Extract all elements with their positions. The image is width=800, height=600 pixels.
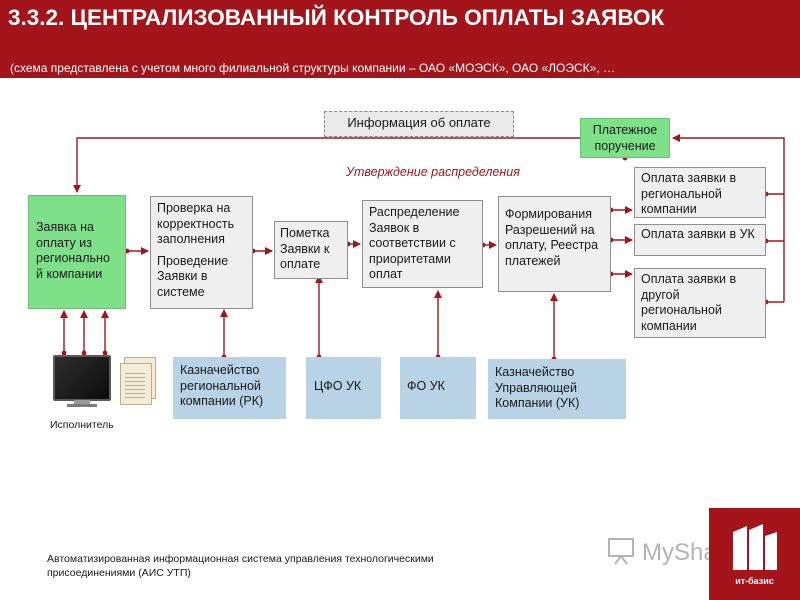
page-subtitle: (схема представлена с учетом много филиа…	[10, 61, 616, 75]
forming-label: Формирования Разрешений на оплату, Реест…	[505, 207, 599, 268]
treasury-uk-box: Казначейство Управляющей Компании (УК)	[488, 359, 626, 419]
treasury-uk-label: Казначейство Управляющей Компании (УК)	[495, 365, 580, 410]
pay-uk-label: Оплата заявки в УК	[641, 227, 755, 241]
payment-info-label: Информация об оплате	[347, 115, 491, 130]
payment-order-box: Платежное поручение	[580, 118, 670, 158]
pay-regional-box: Оплата заявки в региональной компании	[634, 167, 766, 218]
check-box: Проверка на корректность заполнения Пров…	[150, 196, 253, 309]
pay-other-label: Оплата заявки в другой региональной комп…	[641, 272, 737, 333]
page-title: 3.3.2. ЦЕНТРАЛИЗОВАННЫЙ КОНТРОЛЬ ОПЛАТЫ …	[8, 5, 665, 30]
payment-order-label: Платежное поручение	[592, 123, 658, 153]
request-label: Заявка на оплату из регионально й компан…	[36, 220, 110, 281]
request-box: Заявка на оплату из регионально й компан…	[28, 195, 126, 309]
distribution-box: Распределение Заявок в соответствии с пр…	[362, 200, 483, 288]
fo-uk-box: ФО УК	[400, 357, 476, 419]
cfo-uk-label: ЦФО УК	[314, 379, 362, 393]
logo-text: ит-базис	[735, 576, 774, 586]
monitor-stand	[74, 400, 90, 405]
check-correctness-label: Проверка на корректность заполнения	[157, 201, 235, 246]
pay-uk-box: Оплата заявки в УК	[634, 224, 766, 256]
monitor-icon	[53, 355, 111, 407]
company-logo: ит-базис	[709, 508, 800, 600]
approval-label: Утверждение распределения	[346, 165, 520, 179]
treasury-rk-box: Казначейство региональной компании (РК)	[173, 357, 286, 419]
monitor-screen	[53, 355, 111, 401]
footer-text: Автоматизированная информационная систем…	[47, 553, 434, 579]
logo-mark-icon	[733, 524, 777, 570]
mark-payment-label: Пометка Заявки к оплате	[280, 226, 330, 271]
mark-payment-box: Пометка Заявки к оплате	[274, 221, 348, 279]
executor-label: Исполнитель	[50, 419, 114, 431]
header-banner: 3.3.2. ЦЕНТРАЛИЗОВАННЫЙ КОНТРОЛЬ ОПЛАТЫ …	[0, 0, 800, 78]
forming-box: Формирования Разрешений на оплату, Реест…	[498, 196, 611, 292]
presentation-icon	[608, 538, 634, 565]
pay-other-box: Оплата заявки в другой региональной комп…	[634, 268, 766, 338]
documents-icon	[118, 357, 156, 405]
distribution-label: Распределение Заявок в соответствии с пр…	[369, 205, 460, 281]
document-front	[120, 363, 152, 405]
pay-regional-label: Оплата заявки в региональной компании	[641, 171, 737, 216]
payment-info-box: Информация об оплате	[324, 111, 514, 137]
cfo-uk-box: ЦФО УК	[306, 357, 381, 419]
monitor-stand-base	[67, 404, 97, 407]
treasury-rk-label: Казначейство региональной компании (РК)	[180, 363, 264, 408]
hold-request-label: Проведение Заявки в системе	[157, 253, 229, 299]
fo-uk-label: ФО УК	[407, 379, 445, 393]
